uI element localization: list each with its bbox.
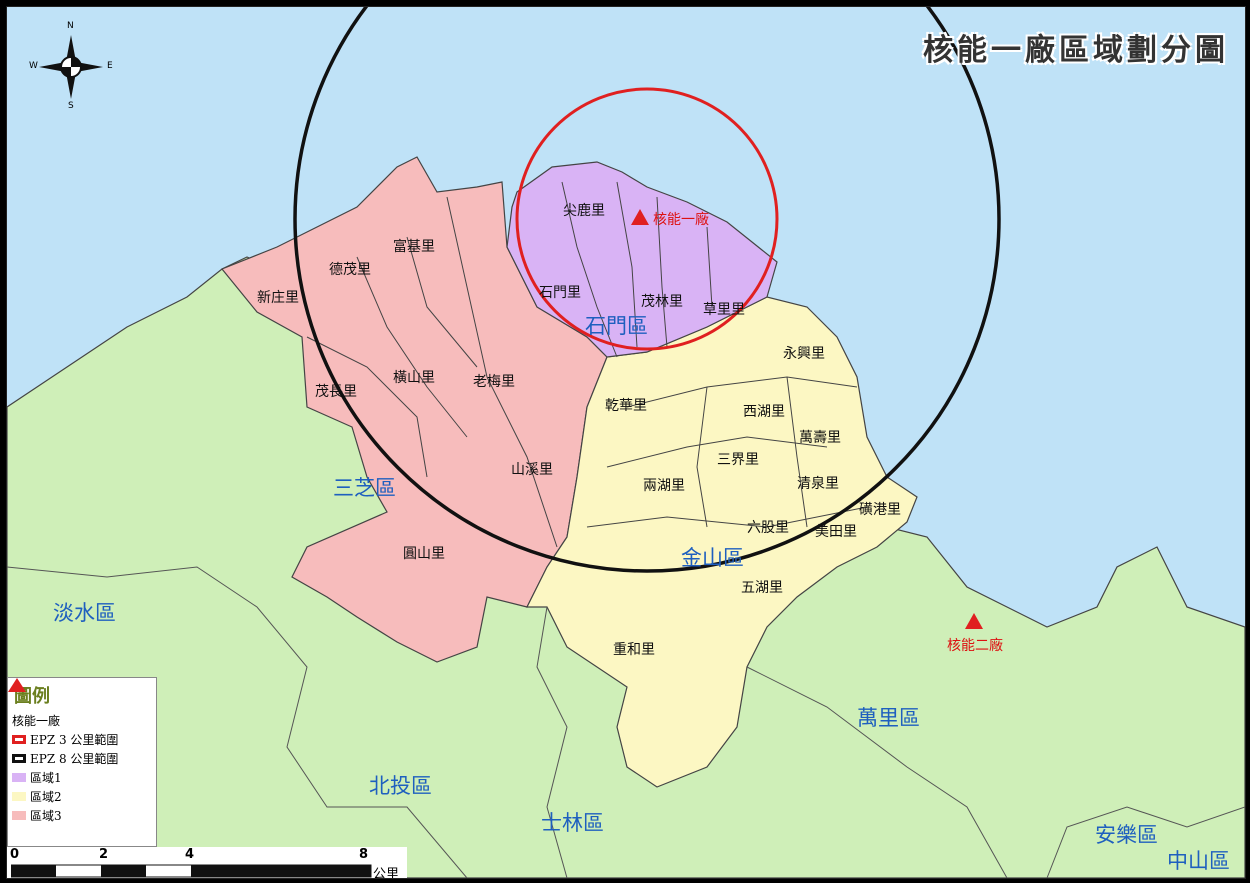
epz8-circle <box>293 7 1001 573</box>
district-tamsui: 淡水區 <box>53 601 116 625</box>
village-caoli: 草里里 <box>703 302 745 318</box>
village-liugu: 六股里 <box>747 520 789 536</box>
plant-1-label: 核能一廠 <box>653 212 709 228</box>
scale-tick-2: 2 <box>99 847 109 862</box>
village-laomei: 老梅里 <box>473 374 515 390</box>
district-beitou: 北投區 <box>369 774 432 798</box>
village-shanxi: 山溪里 <box>511 462 553 478</box>
compass-n: N <box>67 21 74 31</box>
village-huanggang: 磺港里 <box>859 502 901 518</box>
village-meitian: 美田里 <box>815 524 857 540</box>
legend-title: 圖例 <box>14 686 50 707</box>
plant-2-marker-icon <box>965 613 983 629</box>
legend-item-zone1: 區域1 <box>12 769 156 785</box>
legend-item-plant: 核能一廠 <box>8 678 156 728</box>
village-sanjie: 三界里 <box>717 452 759 468</box>
compass-s: S <box>68 101 74 111</box>
zone2-area <box>526 296 918 788</box>
legend-item-epz8: EPZ 8 公里範圍 <box>12 750 156 766</box>
map-canvas <box>7 7 1245 878</box>
legend-item-zone2: 區域2 <box>12 788 156 804</box>
village-qingquan: 清泉里 <box>797 476 839 492</box>
scale-tick-4: 4 <box>185 847 195 862</box>
village-qianhua: 乾華里 <box>605 398 647 414</box>
village-xihu: 西湖里 <box>743 404 785 420</box>
village-demao: 德茂里 <box>329 262 371 278</box>
district-jinshan: 金山區 <box>681 546 744 570</box>
district-wanli: 萬里區 <box>857 706 920 730</box>
village-wanshou: 萬壽里 <box>799 430 841 446</box>
village-maochang: 茂長里 <box>315 384 357 400</box>
compass-e: E <box>107 61 113 71</box>
compass-w: W <box>29 61 38 71</box>
triangle-icon <box>8 678 26 692</box>
village-fuji: 富基里 <box>393 239 435 255</box>
scale-bar: 0 2 4 8 公里 <box>7 847 407 879</box>
district-shimen: 石門區 <box>585 314 648 338</box>
scale-bar-graphic <box>11 864 372 878</box>
village-lianghu: 兩湖里 <box>643 478 685 494</box>
village-wuhu: 五湖里 <box>741 580 783 596</box>
map-legend: 圖例 核能一廠 EPZ 3 公里範圍 EPZ 8 公里範圍 區域1 區域2 區域… <box>7 677 157 847</box>
village-maolin: 茂林里 <box>641 294 683 310</box>
legend-item-epz3: EPZ 3 公里範圍 <box>12 731 156 747</box>
scale-tick-8: 8 <box>359 847 369 862</box>
compass-rose-icon: N S W E <box>29 21 113 111</box>
scale-unit: 公里 <box>373 867 400 879</box>
legend-item-zone3: 區域3 <box>12 807 156 823</box>
village-jianlu: 尖鹿里 <box>563 203 605 219</box>
village-shimen: 石門里 <box>539 285 581 301</box>
village-yuanshan: 圓山里 <box>403 546 445 562</box>
scale-tick-0: 0 <box>10 847 20 862</box>
map-frame: 核能一廠區域劃分圖 N S W E 石門區 三芝區 金山區 淡水區 萬里區 北投… <box>6 6 1246 879</box>
district-anle: 安樂區 <box>1095 823 1158 847</box>
village-boundaries <box>306 181 868 548</box>
village-xinzhuang: 新庄里 <box>257 290 299 306</box>
village-hengshan: 橫山里 <box>393 370 435 386</box>
plant-2-label: 核能二廠 <box>947 638 1003 654</box>
zone1-area <box>506 161 778 358</box>
epz3-circle <box>515 87 779 351</box>
district-zhongshan: 中山區 <box>1167 849 1230 873</box>
map-title: 核能一廠區域劃分圖 <box>923 33 1229 68</box>
district-shilin: 士林區 <box>541 811 604 835</box>
district-boundaries <box>7 566 1245 878</box>
district-sanzhi: 三芝區 <box>333 476 396 500</box>
plant-1-marker-icon <box>631 209 649 225</box>
village-chonghe: 重和里 <box>613 642 655 658</box>
village-yongxing: 永興里 <box>783 346 825 362</box>
